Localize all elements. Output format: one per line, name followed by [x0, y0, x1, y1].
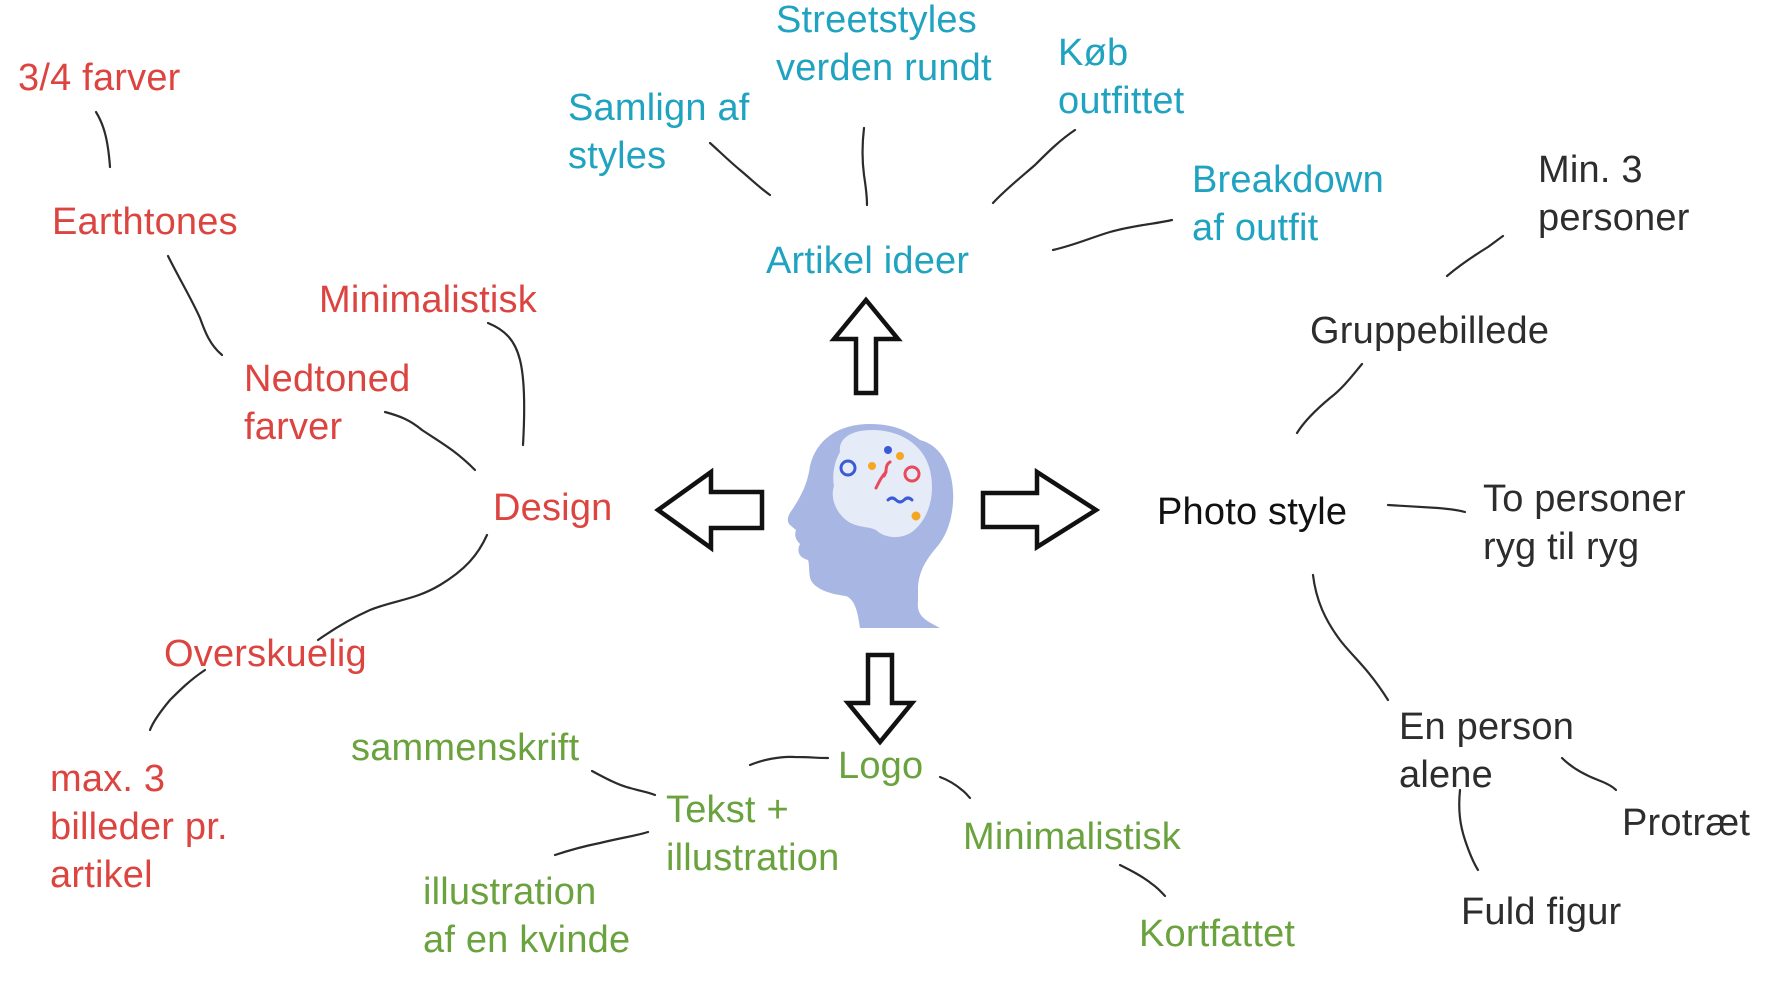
node-max-3-billeder: max. 3 billeder pr. artikel	[50, 758, 228, 896]
head-with-brain-icon	[787, 424, 954, 628]
node-streetstyles: Streetstyles verden rundt	[776, 0, 992, 89]
node-minimalistisk-design: Minimalistisk	[319, 279, 537, 321]
node-nedtoned-farver: Nedtoned farver	[244, 358, 411, 448]
node-3-4-farver: 3/4 farver	[18, 57, 181, 99]
connector-design-nedtoned	[383, 410, 477, 472]
node-to-personer: To personer ryg til ryg	[1483, 478, 1686, 568]
connector-design-overskuelig	[316, 533, 489, 642]
node-kortfattet: Kortfattet	[1139, 913, 1296, 955]
node-breakdown-af-outfit: Breakdown af outfit	[1192, 159, 1384, 249]
connector-photo-gruppe	[1295, 362, 1364, 435]
node-illustration-af-en-kvinde: illustration af en kvinde	[423, 871, 631, 961]
node-en-person-alene: En person alene	[1399, 706, 1575, 796]
node-fuld-figur: Fuld figur	[1461, 891, 1622, 933]
connectors	[94, 110, 1618, 898]
node-kob-outfittet: Køb outfittet	[1058, 32, 1185, 122]
node-photo-style: Photo style	[1157, 491, 1348, 533]
connector-overskuelig-max	[148, 668, 207, 732]
node-min-3-personer: Min. 3 personer	[1538, 149, 1690, 239]
arrow-up	[829, 296, 903, 396]
node-samlign-af-styles: Samlign af styles	[568, 87, 750, 177]
connector-earthtones-3-4	[94, 110, 112, 169]
connector-en-person-protraet	[1560, 756, 1618, 792]
node-logo: Logo	[838, 745, 924, 787]
node-earthtones: Earthtones	[52, 201, 238, 243]
node-artikel-ideer: Artikel ideer	[766, 240, 970, 282]
connector-article-samlign	[708, 141, 772, 197]
connector-photo-en-person	[1311, 573, 1390, 702]
connector-nedtoned-earthtones	[166, 254, 224, 357]
connector-logo-minimalistisk	[938, 775, 972, 800]
connector-article-breakdown	[1051, 218, 1174, 252]
node-protraet: Protræt	[1622, 802, 1751, 844]
connector-minimalistisk-kortfattet	[1118, 863, 1167, 898]
node-gruppebillede: Gruppebillede	[1310, 310, 1550, 352]
arrow-right	[980, 467, 1101, 552]
node-sammenskrift: sammenskrift	[351, 727, 580, 769]
arrow-left	[654, 467, 765, 553]
node-overskuelig: Overskuelig	[164, 633, 367, 675]
arrows	[654, 296, 1101, 746]
node-minimalistisk-logo: Minimalistisk	[963, 816, 1181, 858]
arrow-down	[843, 652, 917, 746]
connector-tekst-illustration	[553, 830, 650, 857]
node-tekst-illustration: Tekst + illustration	[666, 789, 840, 879]
connector-tekst-sammenskrift	[590, 769, 657, 797]
connector-gruppe-min3	[1445, 234, 1505, 278]
connector-photo-to-personer	[1386, 503, 1467, 514]
connector-article-kob	[991, 128, 1077, 205]
connector-logo-tekst	[748, 755, 830, 767]
connector-article-streetstyles	[861, 126, 869, 207]
connector-design-minimalistisk	[486, 321, 526, 447]
connector-en-person-fuld	[1458, 788, 1480, 872]
node-design: Design	[493, 487, 613, 529]
